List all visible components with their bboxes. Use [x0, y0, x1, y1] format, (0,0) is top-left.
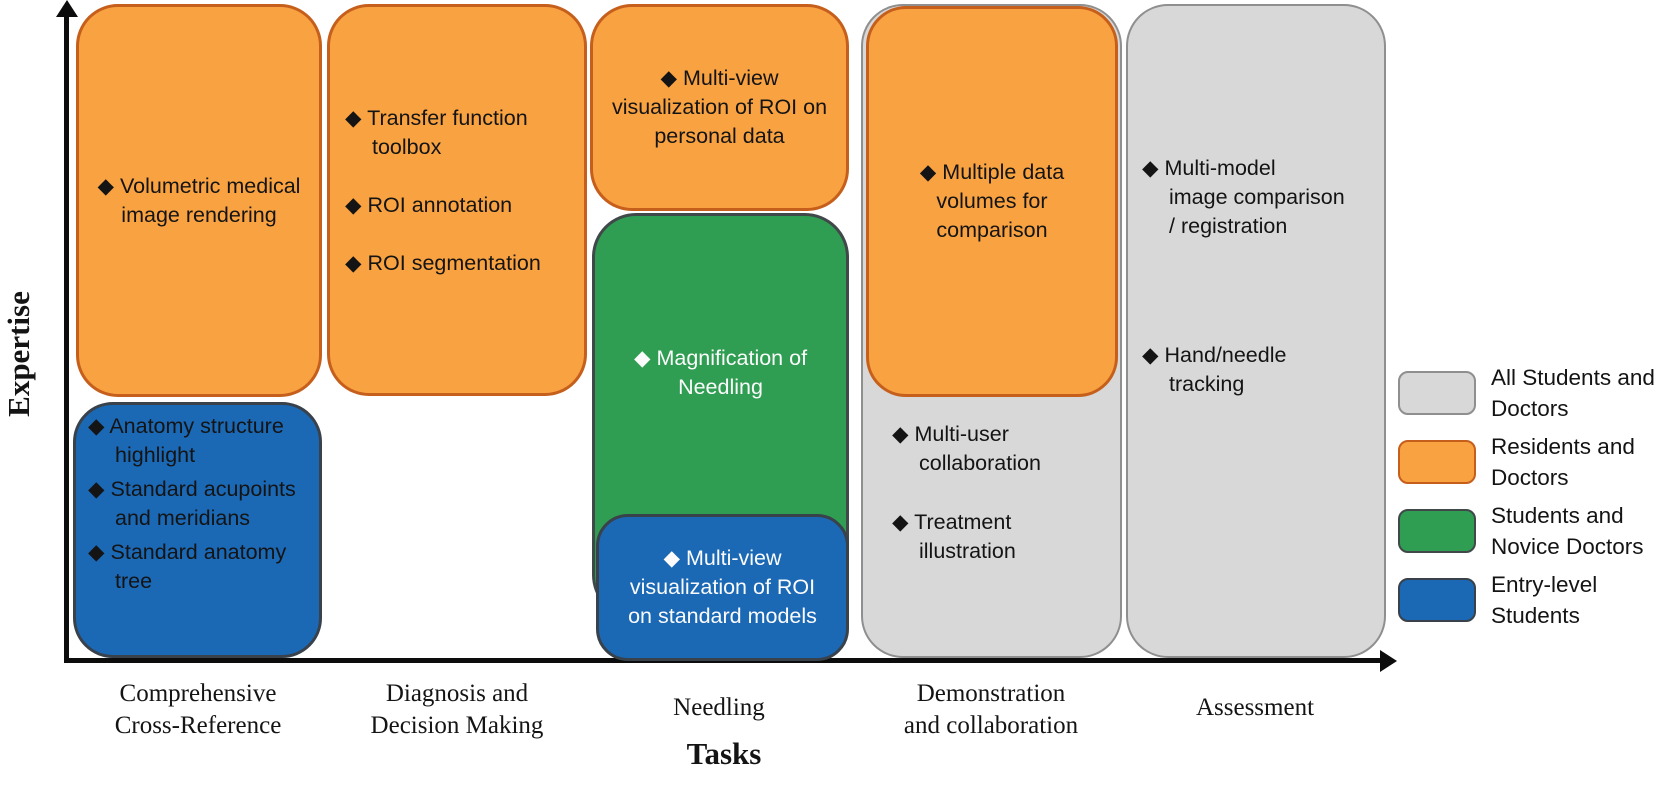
task-item: ◆ Anatomy structure highlight — [88, 414, 284, 467]
legend-item-students-novice: Students and Novice Doctors — [1398, 500, 1655, 562]
task-list: ◆ Anatomy structure highlight ◆ Standard… — [88, 412, 318, 601]
task-item: ◆ Volumetric medical image rendering — [97, 173, 301, 227]
legend-item-entry-level: Entry-level Students — [1398, 569, 1655, 631]
tick-demonstration-collaboration: Demonstration and collaboration — [903, 680, 1079, 739]
task-item: ◆ ROI annotation — [345, 193, 513, 217]
box-demonstration-residents: ◆ Multiple data volumes for comparison — [866, 6, 1118, 397]
task-item: ◆ Treatment illustration — [892, 510, 1016, 563]
x-axis-title: Tasks — [686, 736, 762, 771]
task-item: ◆ Multiple data volumes for comparison — [919, 160, 1065, 242]
legend-label: Entry-level Students — [1491, 572, 1598, 628]
task-item: ◆ Multi-user collaboration — [892, 422, 1041, 475]
legend-item-all-students: All Students and Doctors — [1398, 362, 1655, 424]
legend-item-residents: Residents and Doctors — [1398, 431, 1655, 493]
legend-swatch-gray — [1398, 371, 1476, 415]
tick-comprehensive-cross-reference: Comprehensive Cross-Reference — [114, 680, 282, 739]
task-item: ◆ Multi-model image comparison / registr… — [1142, 156, 1345, 238]
legend-swatch-green — [1398, 509, 1476, 553]
task-item: ◆ Multi-view visualization of ROI on per… — [611, 66, 828, 148]
y-axis-arrowhead-icon — [56, 0, 78, 17]
box-diagnosis-residents — [327, 4, 587, 396]
box-assessment-all-students — [1126, 4, 1386, 658]
task-item: ◆ Hand/needle tracking — [1142, 343, 1287, 396]
box-needling-residents: ◆ Multi-view visualization of ROI on per… — [590, 4, 849, 211]
task-item: ◆ Magnification of Needling — [633, 346, 808, 399]
legend-label: All Students and Doctors — [1491, 365, 1655, 421]
box-cross-reference-entry-level — [73, 402, 322, 658]
task-item: ◆ Multi-view visualization of ROI on sta… — [628, 546, 817, 628]
tick-needling: Needling — [673, 694, 765, 721]
task-list: ◆ Multi-model image comparison / registr… — [1142, 154, 1382, 399]
tick-diagnosis-decision-making: Diagnosis and Decision Making — [370, 680, 544, 739]
legend-swatch-orange — [1398, 440, 1476, 484]
legend-label: Students and Novice Doctors — [1491, 503, 1644, 559]
y-axis-title: Expertise — [1, 291, 36, 417]
x-axis-arrowhead-icon — [1380, 650, 1397, 672]
box-cross-reference-residents: ◆ Volumetric medical image rendering — [76, 4, 322, 397]
y-axis-line — [64, 12, 69, 662]
tick-assessment: Assessment — [1195, 694, 1315, 721]
box-needling-entry-level: ◆ Multi-view visualization of ROI on sta… — [596, 514, 849, 661]
legend-swatch-blue — [1398, 578, 1476, 622]
legend-label: Residents and Doctors — [1491, 434, 1635, 490]
task-list: ◆ Transfer function toolbox ◆ ROI annota… — [345, 104, 580, 307]
task-item: ◆ Transfer function toolbox — [345, 106, 528, 159]
legend: All Students and Doctors Residents and D… — [1398, 362, 1655, 631]
task-item: ◆ Standard anatomy tree — [88, 540, 287, 593]
task-item: ◆ ROI segmentation — [345, 251, 541, 275]
task-list: ◆ Multi-user collaboration ◆ Treatment i… — [892, 420, 1117, 596]
task-item: ◆ Standard acupoints and meridians — [88, 477, 296, 530]
